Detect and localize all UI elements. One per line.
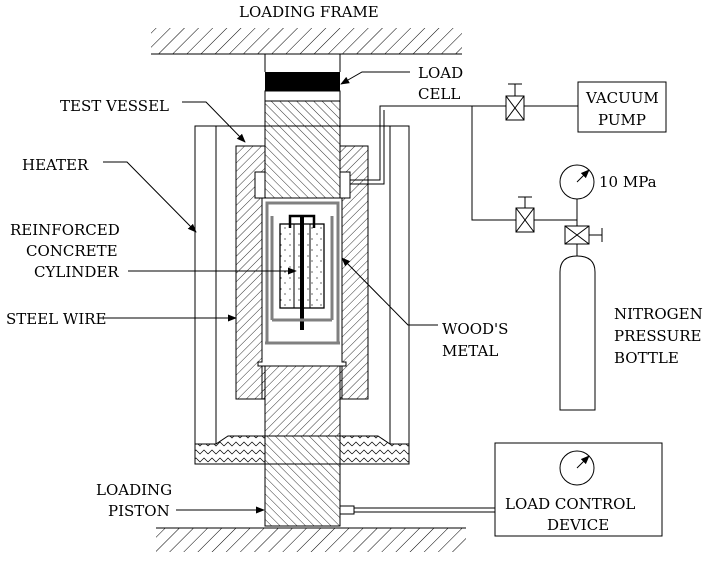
woods-metal-label-1: WOOD'S (442, 320, 508, 338)
loading-piston-label-2: PISTON (108, 502, 170, 520)
valve-lower (515, 196, 535, 233)
loading-frame-top (151, 28, 462, 55)
vacuum-pump (577, 81, 667, 133)
concrete-label-3: CYLINDER (34, 263, 119, 281)
woods-metal (265, 201, 340, 345)
test-vessel-label: TEST VESSEL (60, 97, 169, 115)
concrete-label-2: CONCRETE (26, 242, 118, 260)
piping (350, 105, 578, 221)
pressure-gauge (559, 164, 595, 226)
steel-wire-label: STEEL WIRE (6, 310, 107, 328)
loading-frame-bottom (156, 527, 466, 552)
nitrogen-label-3: BOTTLE (614, 349, 679, 367)
nitrogen-label-2: PRESSURE (614, 327, 702, 345)
pressure-gauge-label: 10 MPa (599, 173, 657, 191)
load-cell-label-1: LOAD (418, 64, 463, 82)
concrete-label-1: REINFORCED (10, 221, 120, 239)
heater-jacket (194, 125, 410, 465)
load-cell (264, 54, 341, 102)
load-control-label-1: LOAD CONTROL (505, 495, 635, 513)
bottle-valve (564, 225, 603, 256)
woods-metal-label-2: METAL (442, 342, 498, 360)
loading-piston-label-1: LOADING (96, 481, 172, 499)
loading-frame-label: LOADING FRAME (239, 3, 379, 21)
steel-wire-frame (270, 214, 334, 322)
load-cell-label-2: CELL (418, 85, 460, 103)
nitrogen-label-1: NITROGEN (614, 305, 703, 323)
load-control-device (494, 442, 663, 537)
vacuum-pump-label-2: PUMP (598, 111, 646, 129)
concrete-cylinder (279, 216, 325, 330)
load-control-label-2: DEVICE (547, 516, 609, 534)
valve-upper (505, 83, 525, 121)
test-vessel (235, 100, 369, 437)
loading-piston (264, 435, 495, 527)
nitrogen-bottle (559, 255, 596, 411)
vacuum-pump-label-1: VACUUM (585, 89, 659, 107)
heater-label: HEATER (22, 156, 89, 174)
